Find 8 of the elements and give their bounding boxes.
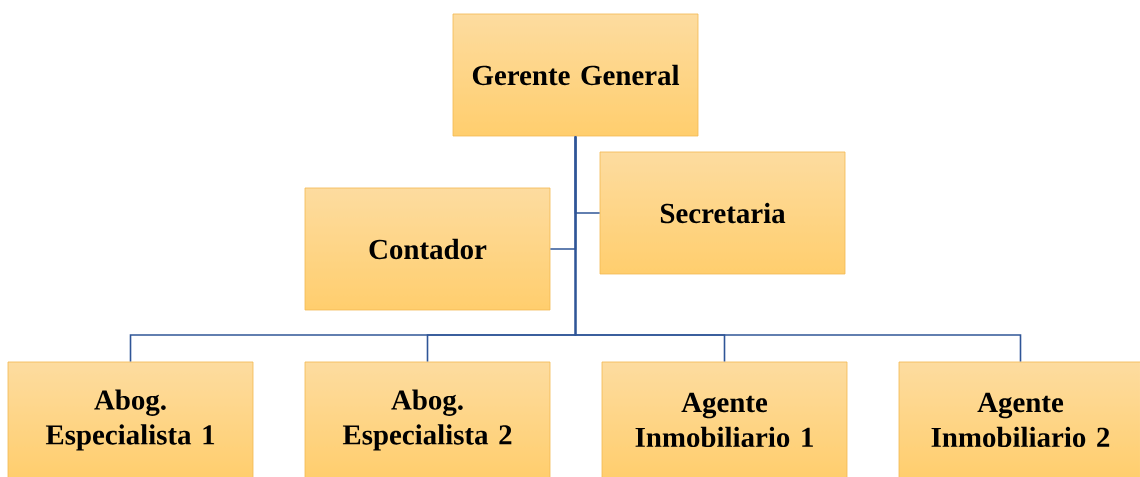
org-box: Gerente General <box>452 13 699 137</box>
org-box: Abog. Especialista 2 <box>304 361 551 477</box>
org-box: Contador <box>304 187 551 311</box>
org-box: Agente Inmobiliario 1 <box>601 361 848 477</box>
connector-line <box>574 135 1022 363</box>
org-box: Agente Inmobiliario 2 <box>898 361 1140 477</box>
org-box: Secretaria <box>599 151 846 275</box>
org-box: Abog. Especialista 1 <box>7 361 254 477</box>
